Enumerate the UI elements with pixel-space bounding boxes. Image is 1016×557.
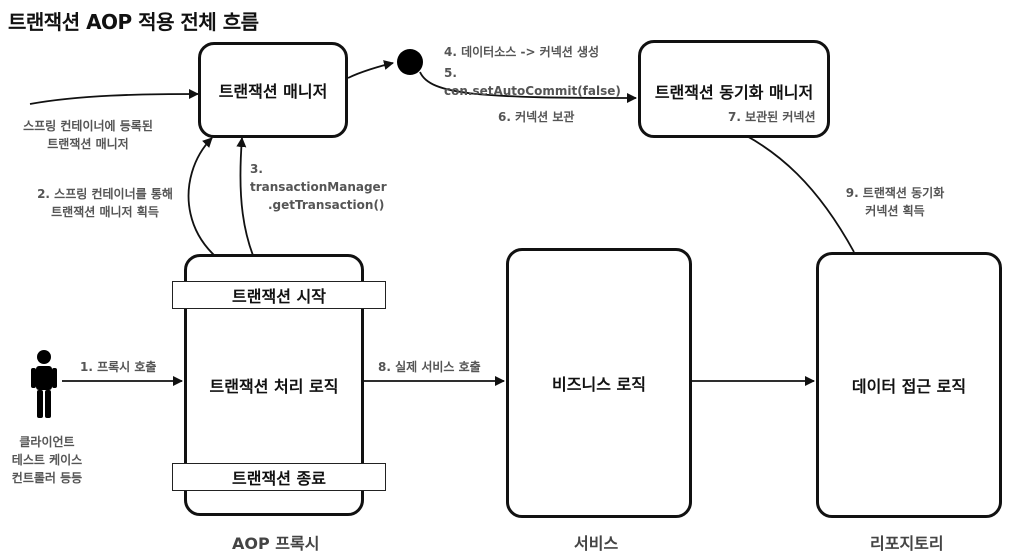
connection-dot-icon	[397, 49, 423, 75]
sync-manager-box: 트랜잭션 동기화 매니저	[638, 40, 830, 138]
client-note: 클라이언트 테스트 케이스 컨트롤러 등등	[11, 435, 83, 485]
service-box: 비즈니스 로직	[506, 248, 692, 518]
transaction-manager-label: 트랜잭션 매니저	[218, 82, 328, 101]
arrow-container-to-manager	[29, 89, 199, 105]
step8-note: 8. 실제 서비스 호출	[378, 360, 481, 374]
aop-proxy-logic-label: 트랜잭션 처리 로직	[209, 377, 339, 396]
repository-caption: 리포지토리	[870, 534, 944, 553]
step6-note: 6. 커넥션 보관	[498, 110, 575, 124]
transaction-manager-box: 트랜잭션 매니저	[198, 42, 348, 138]
spring-container-note: 스프링 컨테이너에 등록된 트랜잭션 매니저	[23, 119, 153, 151]
repository-logic-label: 데이터 접근 로직	[851, 377, 967, 396]
arrow-connection-to-sync	[419, 71, 637, 103]
sync-manager-label: 트랜잭션 동기화 매니저	[654, 83, 814, 102]
step1-note: 1. 프록시 호출	[80, 360, 157, 374]
service-logic-label: 비즈니스 로직	[552, 375, 646, 394]
arrow-manager-to-connection	[347, 60, 394, 79]
step5-note: 5. con.setAutoCommit(false)	[444, 66, 621, 98]
step2-note: 2. 스프링 컨테이너를 통해 트랜잭션 매니저 획득	[37, 187, 173, 219]
aop-proxy-caption: AOP 프록시	[232, 534, 320, 553]
step7-note: 7. 보관된 커넥션	[728, 110, 816, 124]
repository-box: 데이터 접근 로직	[816, 252, 1002, 518]
person-icon	[31, 350, 57, 418]
step4-note: 4. 데이터소스 -> 커넥션 생성	[444, 45, 600, 59]
tx-end-bar: 트랜잭션 종료	[172, 463, 386, 491]
tx-start-bar: 트랜잭션 시작	[172, 281, 386, 309]
service-caption: 서비스	[574, 534, 619, 553]
step3-note: 3. transactionManager .getTransaction()	[250, 162, 387, 212]
step9-note: 9. 트랜잭션 동기화 커넥션 획득	[845, 186, 945, 218]
diagram-title: 트랜잭션 AOP 적용 전체 흐름	[8, 10, 259, 34]
